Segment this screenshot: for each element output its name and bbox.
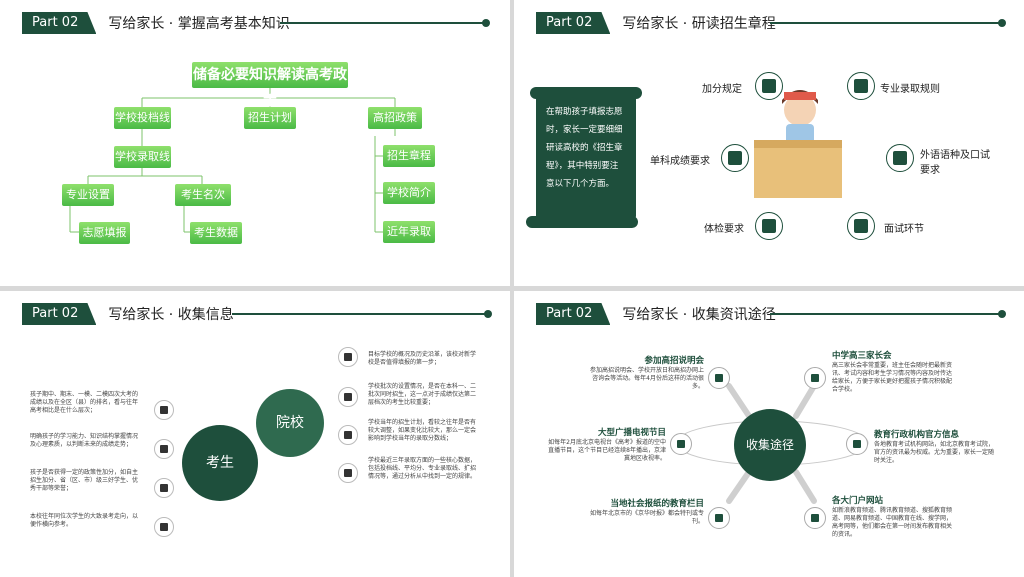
slide-title: 写给家长 · 收集资讯途径 — [622, 307, 776, 323]
part-tag: Part 02 — [22, 303, 97, 325]
header-rule — [280, 19, 490, 27]
home-icon — [338, 347, 358, 367]
channel-desc-2: 如每年2月底北京电视台《高考》报道的空中直播节目，这个节目已经连续8年播出，京津… — [548, 439, 666, 462]
channel-desc-4: 高三家长会非常重要，班主任会随时把最新资讯、考试内容和考生学习情况等内容及时传达… — [832, 362, 953, 393]
student-point-3: 孩子是否获得一定的政策性加分，如自主招生加分、省（区、市）级三好学生、优秀干部等… — [30, 469, 139, 492]
slide-header: Part 02 写给家长 · 收集资讯途径 — [536, 303, 776, 325]
part-tag: Part 02 — [536, 12, 611, 34]
interview-icon — [847, 212, 875, 240]
bonus-rule-label: 加分规定 — [702, 84, 742, 95]
tree-node-plan: 招生计划 — [244, 107, 296, 129]
location-icon — [708, 367, 730, 389]
layers-icon — [154, 439, 174, 459]
channel-title-2: 大型广播电视节目 — [597, 428, 666, 438]
channel-title-1: 参加高招说明会 — [644, 356, 704, 366]
tree-node-policy: 高招政策 — [368, 107, 422, 129]
slide-panel-3[interactable]: Part 02 写给家长 · 收集信息 孩子期中、期末、一模、二模四次大考的成绩… — [0, 291, 510, 577]
layers-icon — [338, 387, 358, 407]
tree-node-intro: 学校简介 — [383, 182, 435, 204]
school-point-2: 学校批次的设置情况，是否在本科一、二批次同时招生，这一点对于成绩仅达第二层档次的… — [368, 383, 477, 406]
header-rule — [770, 19, 1006, 27]
tree-node-school-line: 学校录取线 — [114, 146, 171, 168]
meeting-icon — [804, 367, 826, 389]
channel-title-5: 教育行政机构官方信息 — [874, 430, 960, 440]
tree-connectors — [69, 88, 396, 233]
tv-icon — [670, 433, 692, 455]
interview-label: 面试环节 — [884, 224, 924, 235]
slide-panel-4[interactable]: Part 02 写给家长 · 收集资讯途径 收集途径 参加高招说明会 参加高招说… — [514, 291, 1024, 577]
subject-score-icon — [721, 144, 749, 172]
major-admission-icon — [847, 72, 875, 100]
tree-node-charter: 招生章程 — [383, 145, 435, 167]
lock-icon — [338, 425, 358, 445]
part-tag: Part 02 — [536, 303, 611, 325]
tree-node-admission-line: 学校投档线 — [114, 107, 171, 129]
tree-node-major: 专业设置 — [62, 184, 114, 206]
student-point-1: 孩子期中、期末、一模、二模四次大考的成绩以及在全区（县）的排名，看与往年高考相比… — [30, 391, 139, 414]
header-rule — [232, 310, 492, 318]
student-point-2: 明确孩子的学习能力、知识结构掌握情况及心理素质，以判断未来的成绩走势； — [30, 433, 139, 448]
scroll-text: 在帮助孩子填报志愿时，家长一定要细细研读高校的《招生章程》，其中特别要注意以下几… — [546, 107, 623, 189]
slide-header: Part 02 写给家长 · 收集信息 — [22, 303, 234, 325]
language-exam-label: 外语语种及口试要求 — [920, 150, 990, 176]
tree-node-application: 志愿填报 — [79, 222, 130, 244]
slide-panel-1[interactable]: Part 02 写给家长 · 掌握高考基本知识 — [0, 0, 510, 286]
slide-header: Part 02 写给家长 · 研读招生章程 — [536, 12, 776, 34]
student-desk-illustration — [754, 90, 842, 198]
language-exam-icon — [886, 144, 914, 172]
physical-exam-label: 体检要求 — [704, 224, 744, 235]
header-rule — [770, 310, 1006, 318]
subject-score-label: 单科成绩要求 — [650, 156, 710, 167]
school-circle: 院校 — [256, 389, 324, 457]
student-circle: 考生 — [182, 425, 258, 501]
scroll-note: 在帮助孩子填报志愿时，家长一定要细细研读高校的《招生章程》，其中特别要注意以下几… — [526, 87, 642, 228]
lock-icon — [338, 463, 358, 483]
tree-node-rank: 考生名次 — [175, 184, 231, 206]
part-tag: Part 02 — [22, 12, 97, 34]
student-point-4: 本校往年同位次学生的大致录考走向，以便作横向参考。 — [30, 513, 139, 528]
school-point-3: 学校当年的招生计划，看较之往年是否有较大调整，如果变化比较大，那么一定会影响到学… — [368, 419, 477, 442]
lock-icon — [154, 478, 174, 498]
home-icon — [154, 400, 174, 420]
website-icon — [804, 507, 826, 529]
slide-title: 写给家长 · 研读招生章程 — [622, 16, 776, 32]
slide-title: 写给家长 · 掌握高考基本知识 — [108, 16, 290, 32]
slide-header: Part 02 写给家长 · 掌握高考基本知识 — [22, 12, 290, 34]
channel-desc-5: 各地教育考试机构网站，如北京教育考试院，官方的资讯最为权威。尤为重要，家长一定随… — [874, 441, 995, 464]
channel-title-4: 中学高三家长会 — [832, 351, 892, 361]
channel-title-6: 各大门户网站 — [832, 496, 884, 506]
school-point-4: 学校最近三年录取方面的一些核心数据，包括投档线、平均分、专业录取线、扩招情况等，… — [368, 457, 477, 480]
slide-panel-2[interactable]: Part 02 写给家长 · 研读招生章程 在帮助孩子填报志愿时，家长一定要细细… — [514, 0, 1024, 286]
channel-desc-1: 参加高招说明会、学校开放日和高招办网上咨询会等活动。每年4月份后这样的活动很多。 — [589, 367, 704, 390]
lock-icon — [154, 517, 174, 537]
tree-node-data: 考生数据 — [190, 222, 242, 244]
newspaper-icon — [708, 507, 730, 529]
physical-exam-icon — [755, 212, 783, 240]
hub-circle: 收集途径 — [734, 409, 806, 481]
school-point-1: 目标学校的概况及历史沿革，该校对新学校是否值得填报的第一步； — [368, 351, 477, 366]
channel-desc-6: 如新浪教育频道、腾讯教育频道、搜狐教育频道、网易教育频道、中国教育在线、搜学网，… — [832, 507, 953, 538]
bonus-rule-icon — [755, 72, 783, 100]
channel-title-3: 当地社会报纸的教育栏目 — [610, 499, 704, 509]
major-admission-label: 专业录取规则 — [880, 84, 940, 95]
tree-node-rate: 近年录取率 — [383, 221, 435, 260]
slide-title: 写给家长 · 收集信息 — [108, 307, 234, 323]
channel-desc-3: 如每年北京市的《京华时报》都会特刊或专刊。 — [589, 510, 704, 525]
government-icon — [846, 433, 868, 455]
tree-root: 储备必要知识解读高考政策 — [192, 62, 348, 109]
